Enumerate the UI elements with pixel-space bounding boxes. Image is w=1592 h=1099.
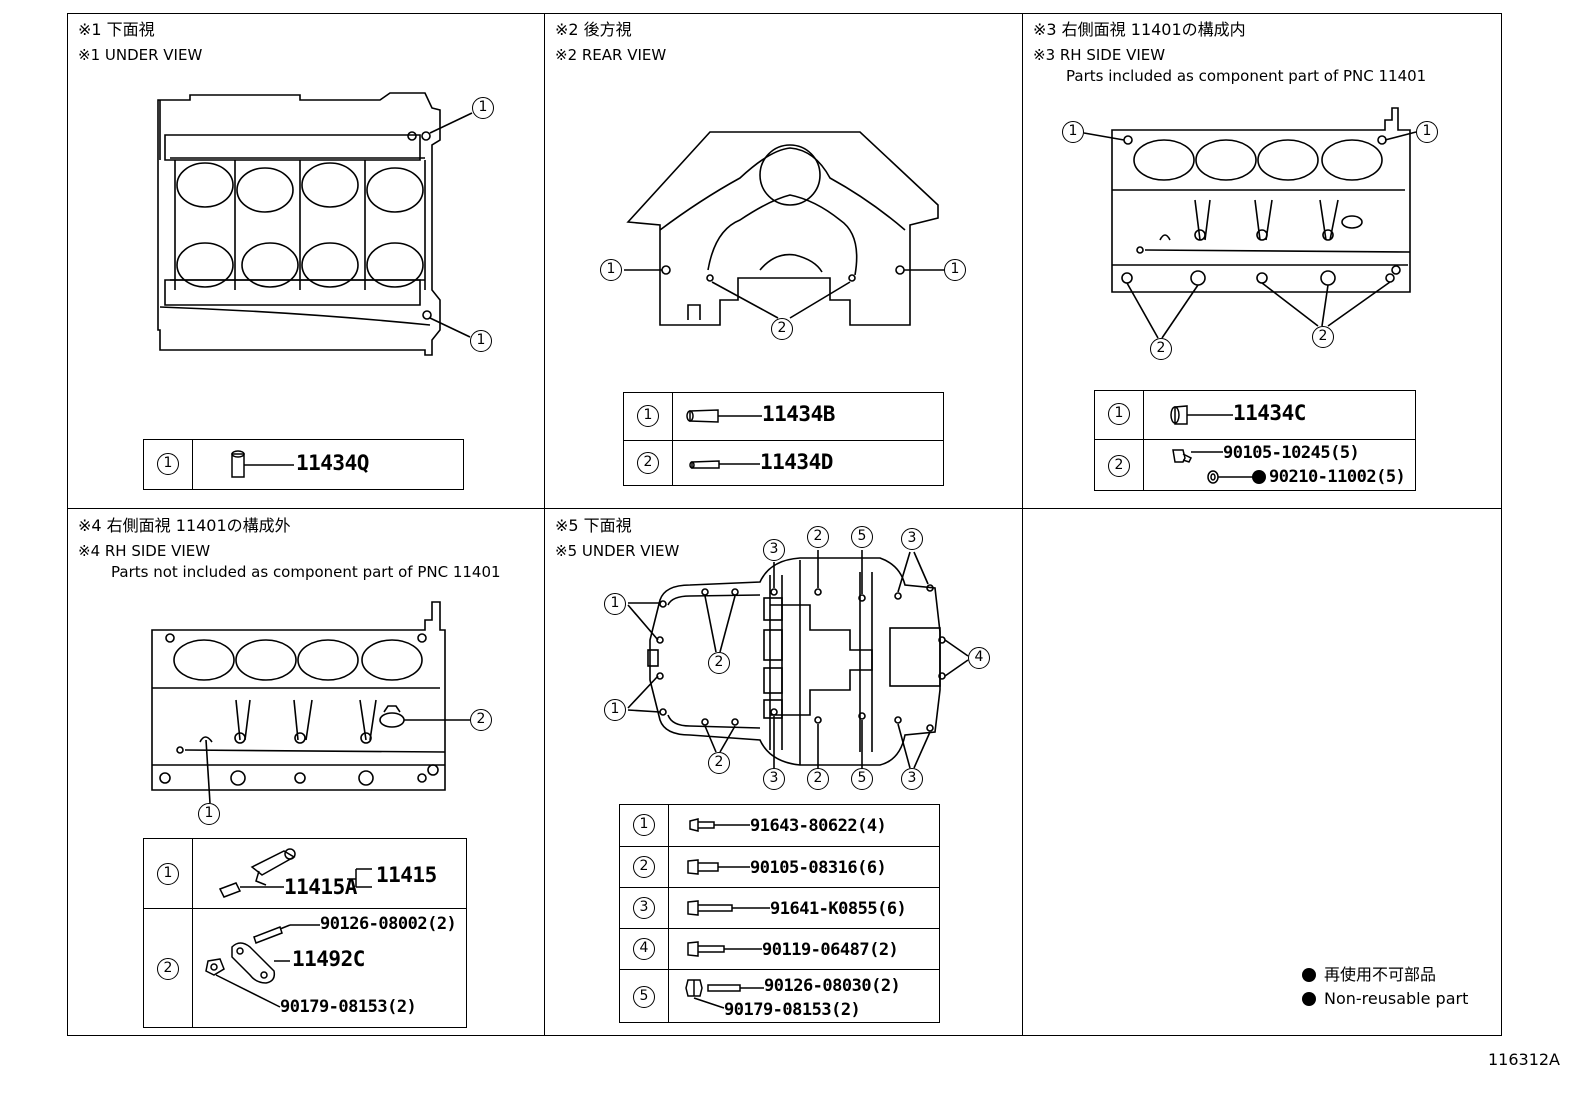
- panel-2-callout-2: 2: [771, 318, 793, 340]
- part-90126-08002-2: 90126-08002(2): [320, 914, 457, 934]
- panel-5-callout-2a: 2: [708, 652, 730, 674]
- panel-5-parts-table: 1 91643-80622(4) 2 90105-08316(6) 3 9164…: [619, 804, 940, 1023]
- collar-pin-icon: [231, 450, 294, 478]
- panel-5-row-5-index: 5: [633, 986, 655, 1008]
- panel-1-row-1-index: 1: [157, 453, 179, 475]
- long-bolt-icon: [687, 900, 770, 916]
- panel-3-title-jp: ※3 右側面視 11401の構成内: [1033, 20, 1246, 39]
- panel-5-title-jp: ※5 下面視: [555, 516, 632, 535]
- panel-2-row-2-index: 2: [637, 452, 659, 474]
- bolt-and-washer-icon: [1172, 449, 1266, 484]
- panel-4-parts-table: 1 11415A 11415 2: [143, 838, 467, 1028]
- hex-bolt-icon: [687, 941, 762, 957]
- panel-3-callout-2b: 2: [1312, 326, 1334, 348]
- part-90126-08030-2: 90126-08030(2): [764, 976, 901, 996]
- panel-4-row-1-index: 1: [157, 863, 179, 885]
- panel-5-callout-3b: 3: [901, 528, 923, 550]
- panel-4-callout-2: 2: [470, 709, 492, 731]
- panel-3-callout-2a: 2: [1150, 338, 1172, 360]
- stud-and-nut-icon: [685, 979, 764, 1009]
- part-90119-06487-2: 90119-06487(2): [762, 940, 899, 960]
- panel-5-row-1-index: 1: [633, 814, 655, 836]
- panel-1-title-en: ※1 UNDER VIEW: [78, 46, 203, 64]
- part-11434B: 11434B: [762, 402, 835, 426]
- panel-5-callout-2c: 2: [807, 526, 829, 548]
- legend-non-reusable-en: Non-reusable part: [1302, 988, 1468, 1010]
- panel-1-title-jp: ※1 下面視: [78, 20, 155, 39]
- part-90105-08316-6: 90105-08316(6): [750, 858, 887, 878]
- panel-2-row-1-index: 1: [637, 405, 659, 427]
- panel-5-row-4-index: 4: [633, 938, 655, 960]
- panel-5-title-en: ※5 UNDER VIEW: [555, 542, 680, 560]
- panel-1-parts-table: 1 11434Q: [143, 439, 464, 490]
- panel-5-callout-1a: 1: [604, 593, 626, 615]
- panel-5-callout-2d: 2: [807, 768, 829, 790]
- part-90179-08153-2: 90179-08153(2): [280, 997, 417, 1017]
- illustration-reference-number: 116312A: [1487, 1050, 1560, 1069]
- flange-bolt-icon: [689, 818, 750, 832]
- panel-4-title-en: ※4 RH SIDE VIEW: [78, 542, 211, 560]
- panel-3-callout-1a: 1: [1062, 121, 1084, 143]
- panel-2-title-en: ※2 REAR VIEW: [555, 46, 667, 64]
- panel-3-row-2-index: 2: [1108, 455, 1130, 477]
- non-reusable-dot-icon: [1302, 968, 1316, 982]
- panel-3-note: Parts included as component part of PNC …: [1066, 67, 1427, 85]
- short-collar-icon: [1170, 405, 1233, 425]
- part-11434C: 11434C: [1233, 401, 1306, 425]
- panel-3-row-1-index: 1: [1108, 403, 1130, 425]
- stud-plate-nut-icon: [205, 924, 320, 1008]
- panel-5-row-3-index: 3: [633, 897, 655, 919]
- panel-5-callout-1b: 1: [604, 699, 626, 721]
- panel-4-row-2-index: 2: [157, 958, 179, 980]
- panel-2-callout-1b: 1: [944, 259, 966, 281]
- panel-5-callout-4: 4: [968, 647, 990, 669]
- part-11434D: 11434D: [760, 450, 833, 474]
- part-11434Q: 11434Q: [296, 451, 369, 475]
- diagram-grid: [67, 13, 1502, 1036]
- panel-5-callout-3d: 3: [901, 768, 923, 790]
- hollow-dowel-icon: [686, 409, 762, 423]
- panel-2-title-jp: ※2 後方視: [555, 20, 632, 39]
- panel-4-title-jp: ※4 右側面視 11401の構成外: [78, 516, 291, 535]
- part-91643-80622-4: 91643-80622(4): [750, 816, 887, 836]
- grid-divider-2: [1022, 13, 1023, 1036]
- bolt-icon: [687, 859, 750, 875]
- panel-5-callout-5b: 5: [851, 768, 873, 790]
- panel-3-title-en: ※3 RH SIDE VIEW: [1033, 46, 1166, 64]
- panel-1-callout-1b: 1: [470, 330, 492, 352]
- panel-1-callout-1a: 1: [472, 97, 494, 119]
- panel-5-callout-2b: 2: [708, 752, 730, 774]
- grid-divider-1: [544, 13, 545, 1036]
- non-reusable-dot-icon: [1302, 992, 1316, 1006]
- part-90105-10245-5: 90105-10245(5): [1223, 443, 1360, 463]
- panel-3-callout-1b: 1: [1416, 121, 1438, 143]
- grid-divider-h: [67, 508, 1502, 509]
- panel-4-callout-1: 1: [198, 803, 220, 825]
- straight-pin-icon: [689, 460, 760, 469]
- legend-non-reusable-jp: 再使用不可部品: [1302, 964, 1436, 986]
- part-90210-11002-5: 90210-11002(5): [1269, 467, 1406, 487]
- panel-5-callout-3c: 3: [763, 768, 785, 790]
- part-11415A: 11415A: [284, 875, 357, 899]
- panel-5-callout-3a: 3: [763, 539, 785, 561]
- part-91641-K0855-6: 91641-K0855(6): [770, 899, 907, 919]
- panel-2-parts-table: 1 11434B 2 11434D: [623, 392, 944, 486]
- part-11415: 11415: [376, 863, 437, 887]
- part-90179-08153-2-b: 90179-08153(2): [724, 1000, 861, 1020]
- panel-3-parts-table: 1 11434C 2 90105-10245(5) 90210-11002(5): [1094, 390, 1416, 491]
- panel-5-row-2-index: 2: [633, 856, 655, 878]
- panel-5-callout-5a: 5: [851, 526, 873, 548]
- part-11492C: 11492C: [292, 947, 365, 971]
- panel-4-note: Parts not included as component part of …: [111, 563, 501, 581]
- oil-jet-assembly-icon: [218, 848, 372, 898]
- panel-2-callout-1a: 1: [600, 259, 622, 281]
